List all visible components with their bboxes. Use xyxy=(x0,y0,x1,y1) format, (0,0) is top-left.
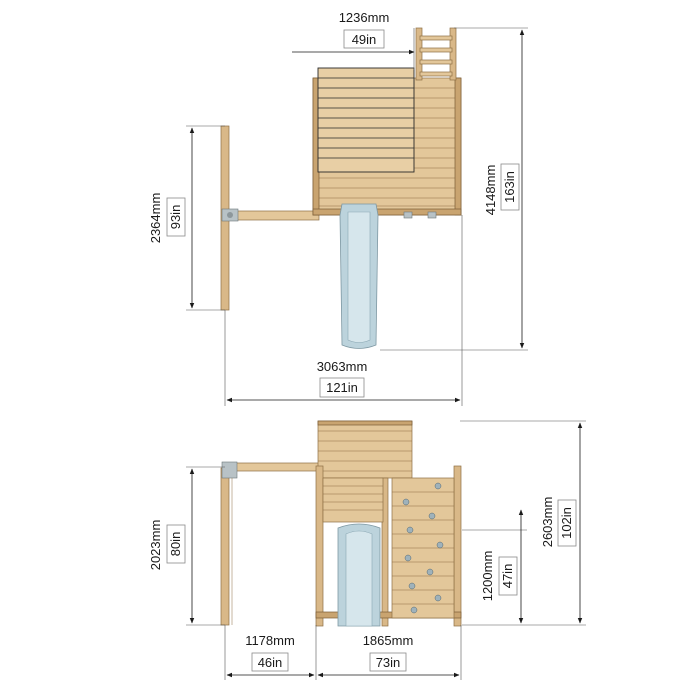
front-view: 2023mm 80in 1200mm 47in 2603mm 102in xyxy=(148,420,586,680)
top-slide xyxy=(339,203,437,349)
front-climbing-holds xyxy=(402,482,444,614)
dim-deck-height: 1200mm 47in xyxy=(462,509,527,626)
dim-swing-beam-mm: 2364mm xyxy=(148,193,163,244)
dim-swing-height-mm: 2023mm xyxy=(148,520,163,571)
dim-total-height: 2603mm 102in xyxy=(460,420,586,626)
dim-swing-arm-in: 46in xyxy=(258,655,283,670)
front-slide xyxy=(337,523,381,627)
dim-total-depth: 4148mm 163in xyxy=(380,27,528,351)
dim-total-width-in: 121in xyxy=(326,380,358,395)
dim-top-width-mm: 1236mm xyxy=(339,10,390,25)
dim-top-width-in: 49in xyxy=(352,32,377,47)
front-swing-frame xyxy=(220,461,320,626)
dim-total-width: 3063mm 121in xyxy=(224,215,463,406)
dim-swing-beam: 2364mm 93in xyxy=(148,125,225,311)
dim-top-width: 1236mm 49in xyxy=(292,10,415,70)
front-roof xyxy=(317,420,413,479)
dim-swing-arm-mm: 1178mm xyxy=(245,633,295,648)
top-ladder xyxy=(415,27,457,81)
dim-swing-height: 2023mm 80in xyxy=(148,466,225,626)
top-swing-frame xyxy=(220,125,320,311)
top-roof xyxy=(317,67,415,173)
dim-total-depth-mm: 4148mm xyxy=(483,165,498,216)
dim-deck-height-mm: 1200mm xyxy=(480,551,495,602)
dim-total-height-mm: 2603mm xyxy=(540,497,555,548)
dim-total-depth-in: 163in xyxy=(502,171,517,203)
dim-swing-beam-in: 93in xyxy=(168,205,183,230)
dim-total-width-mm: 3063mm xyxy=(317,359,368,374)
dim-tower-width-mm: 1865mm xyxy=(363,633,414,648)
top-deck-planks xyxy=(318,87,461,207)
dim-bottom-widths: 1178mm 46in 1865mm 73in xyxy=(224,625,462,680)
dim-swing-height-in: 80in xyxy=(168,532,183,557)
dim-tower-width-in: 73in xyxy=(376,655,401,670)
front-tower xyxy=(315,465,462,627)
dim-total-height-in: 102in xyxy=(559,507,574,539)
top-view: 1236mm 49in 4148mm 163in 2364mm 93in xyxy=(148,10,528,406)
dim-deck-height-in: 47in xyxy=(500,564,515,589)
